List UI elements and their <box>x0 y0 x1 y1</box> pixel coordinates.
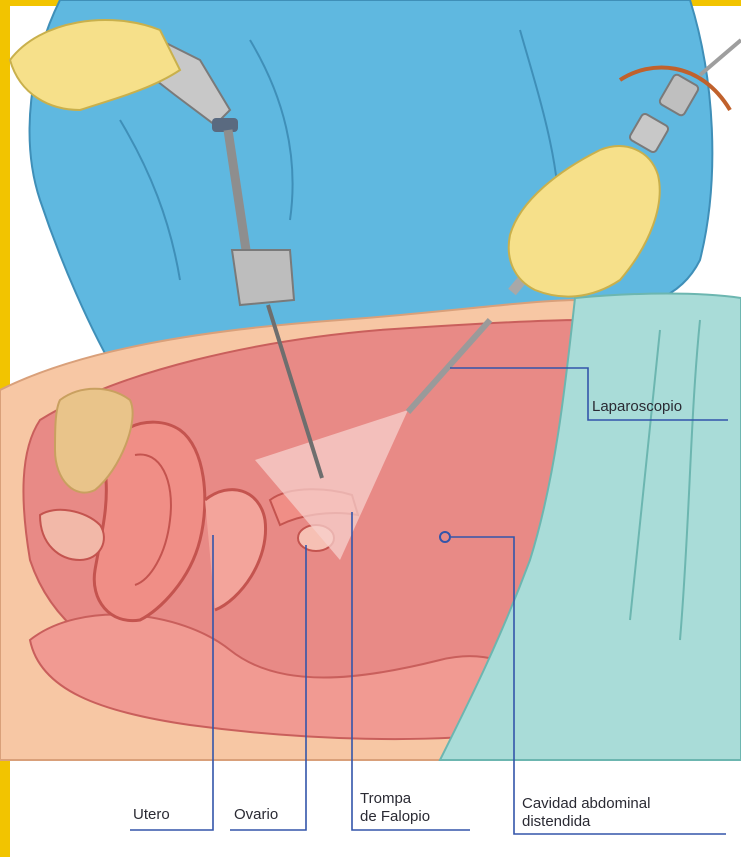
grasper-ring <box>212 118 238 132</box>
label-laparoscopio: Laparoscopio <box>592 398 682 416</box>
label-trompa-line2: de Falopio <box>360 808 430 826</box>
label-trompa-line1: Trompa <box>360 790 430 808</box>
label-trompa-de-falopio: Trompa de Falopio <box>360 790 430 826</box>
label-utero: Utero <box>133 806 170 824</box>
label-cavidad-abdominal: Cavidad abdominal distendida <box>522 795 650 831</box>
label-ovario: Ovario <box>234 806 278 824</box>
label-cavidad-line2: distendida <box>522 813 650 831</box>
label-cavidad-line1: Cavidad abdominal <box>522 795 650 813</box>
grasper-trocar <box>232 250 294 305</box>
